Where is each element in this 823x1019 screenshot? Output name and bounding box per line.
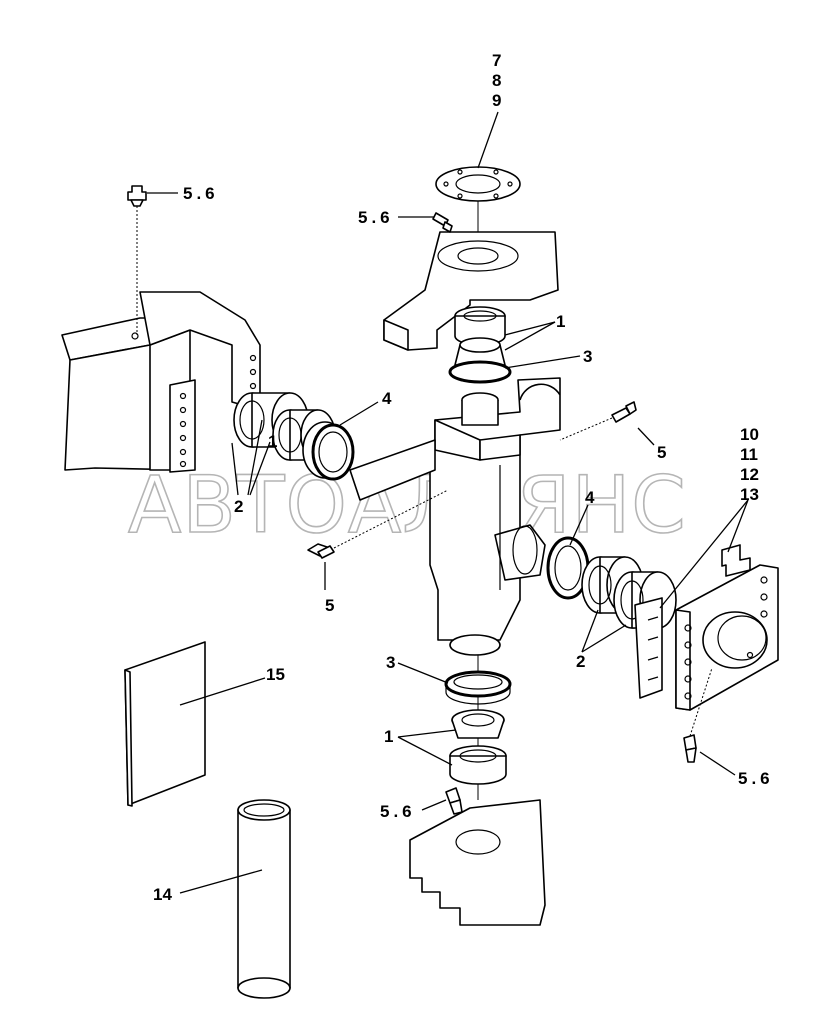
shim-ring-top xyxy=(435,166,521,202)
manual-booklet xyxy=(124,641,206,807)
label-14: 14 xyxy=(153,885,172,904)
grease-nipple-lower-right xyxy=(683,667,713,763)
shim-clip xyxy=(721,544,751,577)
grease-nipple-right xyxy=(559,401,637,441)
callout-labels: 7 8 9 5.6 5.6 1 3 4 1 2 5 10 11 12 13 4 … xyxy=(153,51,774,904)
grease-nipple-bottom xyxy=(445,787,463,815)
hub-flange xyxy=(675,564,779,711)
label-1-top: 1 xyxy=(556,312,565,331)
label-5-6-top-left: 5.6 xyxy=(183,184,219,203)
label-12: 12 xyxy=(740,465,759,484)
bottom-seal-3 xyxy=(444,670,512,705)
steering-lever-top xyxy=(383,231,559,351)
label-2-right: 2 xyxy=(576,652,585,671)
label-5-6-top-mid: 5.6 xyxy=(358,208,394,227)
label-5-6-right: 5.6 xyxy=(738,769,774,788)
label-11: 11 xyxy=(740,445,758,464)
shim-plate xyxy=(634,597,663,699)
label-3-top: 3 xyxy=(583,347,592,366)
grease-nipple-left xyxy=(307,489,449,559)
left-seal-4 xyxy=(302,421,355,481)
label-4-left: 4 xyxy=(382,389,392,408)
top-seal-3 xyxy=(448,337,512,384)
axle-beam xyxy=(61,291,261,473)
label-1-bottom: 1 xyxy=(384,727,393,746)
kingpin xyxy=(237,799,291,999)
bottom-bearing-1a xyxy=(451,709,505,739)
label-10: 10 xyxy=(740,425,759,444)
label-3-bottom: 3 xyxy=(386,653,395,672)
label-5-left: 5 xyxy=(325,596,334,615)
grease-nipple-top-left xyxy=(127,185,147,335)
label-1-left: 1 xyxy=(268,432,277,451)
grease-nipple-top-mid xyxy=(432,212,453,233)
label-9: 9 xyxy=(492,91,501,110)
label-5-6-bottom: 5.6 xyxy=(380,802,416,821)
label-5-right: 5 xyxy=(657,443,666,462)
steering-knuckle xyxy=(349,377,561,656)
leader-lines xyxy=(147,111,749,894)
label-7: 7 xyxy=(492,51,501,70)
label-8: 8 xyxy=(492,71,501,90)
label-2-left: 2 xyxy=(234,497,243,516)
label-4-right: 4 xyxy=(585,488,595,507)
label-13: 13 xyxy=(740,485,759,504)
bottom-bearing-1b xyxy=(449,745,507,785)
steering-lever-bottom xyxy=(409,799,546,926)
label-15: 15 xyxy=(266,665,285,684)
